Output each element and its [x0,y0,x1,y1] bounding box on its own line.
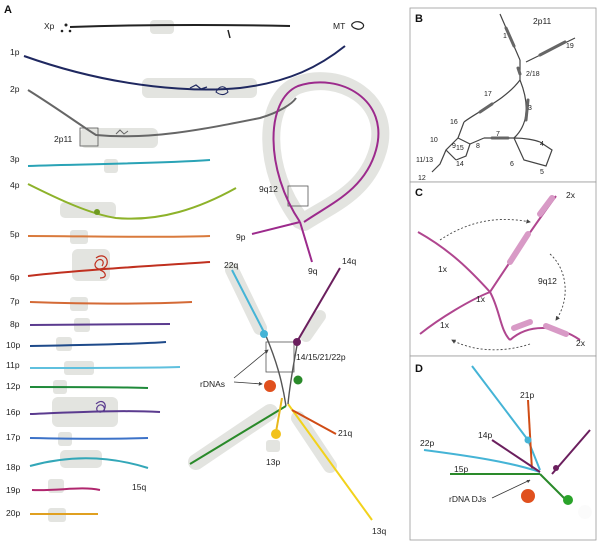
svg-text:7: 7 [496,131,500,138]
svg-text:5: 5 [540,169,544,176]
svg-text:3: 3 [528,105,532,112]
chromosome-mt: MT [333,21,365,31]
panel-c-repeats [507,195,569,337]
label-21q: 21q [338,428,352,438]
label-10p: 10p [6,340,20,350]
label-8p: 8p [10,319,20,329]
label-1p: 1p [10,47,20,57]
label-17p: 17p [6,432,20,442]
label-4p: 4p [10,180,20,190]
chromosome-12p: 12p [6,381,149,391]
chromosome-4p: 4p [10,180,237,220]
chromosome-7p: 7p [10,296,193,306]
label-3p: 3p [10,154,20,164]
panel-b-node-labels: 1 19 2/18 17 3 16 10 15 8 7 4 6 5 11/13 … [416,33,574,182]
svg-text:1: 1 [503,33,507,40]
label-13q: 13q [372,526,386,536]
panel-a-highlights [48,20,390,522]
panel-a: A [4,4,390,536]
svg-text:17: 17 [484,91,492,98]
svg-text:11/13: 11/13 [416,157,433,164]
label-18p: 18p [6,462,20,472]
panel-b: B 2p11 1 19 2/18 17 3 [409,7,597,183]
label-19p: 19p [6,485,20,495]
label-9q12: 9q12 [259,184,278,194]
zoom-box-9q12 [287,185,309,207]
panel-c-1x-mid: 1x [476,294,486,304]
zoom-box-2p11 [79,127,99,147]
panel-b-thick-edges [478,26,567,140]
label-15q: 15q [132,482,146,492]
svg-text:9: 9 [452,143,456,150]
label-22q: 22q [224,260,238,270]
chromosome-10p: 10p [6,340,167,350]
chromosome-1p: 1p [10,45,346,96]
label-20p: 20p [6,508,20,518]
svg-text:8: 8 [476,143,480,150]
svg-text:2/18: 2/18 [526,71,540,78]
label-13p: 13p [266,457,280,467]
label-7p: 7p [10,296,20,306]
label-mt: MT [333,21,345,31]
label-xp: Xp [44,21,55,31]
svg-text:4: 4 [540,141,544,148]
label-16p: 16p [6,407,20,417]
panel-c: C 2x 1x 9q12 1x 1x 2x [409,181,597,357]
panel-c-1x-left: 1x [438,264,448,274]
panel-d: D 21p 22p 14p 15p rDNA DJs [409,355,597,541]
label-12p: 12p [6,381,20,391]
chromosome-3p: 3p [10,154,211,167]
chromosome-20p: 20p [6,508,98,518]
label-11p: 11p [6,360,20,370]
panel-d-21p: 21p [520,390,534,400]
svg-text:14: 14 [456,161,464,168]
label-rdnas: rDNAs [200,379,225,389]
chromosome-11p: 11p [6,360,181,370]
panel-c-2x-top: 2x [566,190,576,200]
label-6p: 6p [10,272,20,282]
label-14q: 14q [342,256,356,266]
panel-d-label: D [415,363,423,375]
label-2p: 2p [10,84,20,94]
panel-c-1x-bottom: 1x [440,320,450,330]
panel-d-15p: 15p [454,464,468,474]
svg-text:10: 10 [430,137,438,144]
svg-text:16: 16 [450,119,458,126]
label-5p: 5p [10,229,20,239]
panel-c-2x-bottom: 2x [576,338,586,348]
panel-b-label: B [415,13,423,25]
panel-c-label: C [415,187,423,199]
panel-c-9q12: 9q12 [538,276,557,286]
chromosome-17p: 17p [6,432,149,442]
svg-text:19: 19 [566,43,574,50]
zoom-box-acrocentric [265,341,295,373]
chromosome-6p: 6p [10,255,211,282]
label-9q: 9q [308,266,318,276]
svg-text:6: 6 [510,161,514,168]
svg-text:15: 15 [456,145,464,152]
panel-b-title: 2p11 [533,16,552,26]
label-acrocentric: 14/15/21/22p [296,352,346,362]
panel-a-label: A [4,4,12,16]
label-9p: 9p [236,232,246,242]
panel-d-rdna-djs: rDNA DJs [449,494,486,504]
chromosome-5p: 5p [10,229,211,239]
chromosome-8p: 8p [10,319,171,329]
svg-text:12: 12 [418,175,426,182]
chromosome-19p: 19p [6,485,101,495]
chromosome-9: 9q12 9p 9q [236,81,380,276]
label-2p11: 2p11 [54,134,73,144]
panel-d-22p: 22p [420,438,434,448]
chromosome-xp: Xp [44,21,291,39]
chromosome-16p: 16p [6,400,161,417]
panel-d-14p: 14p [478,430,492,440]
chromosome-18p: 18p [6,457,149,472]
acrocentric-cluster: 22q 14q 14/15/21/22p rDNAs 21q 13p 15q 1… [132,256,386,536]
